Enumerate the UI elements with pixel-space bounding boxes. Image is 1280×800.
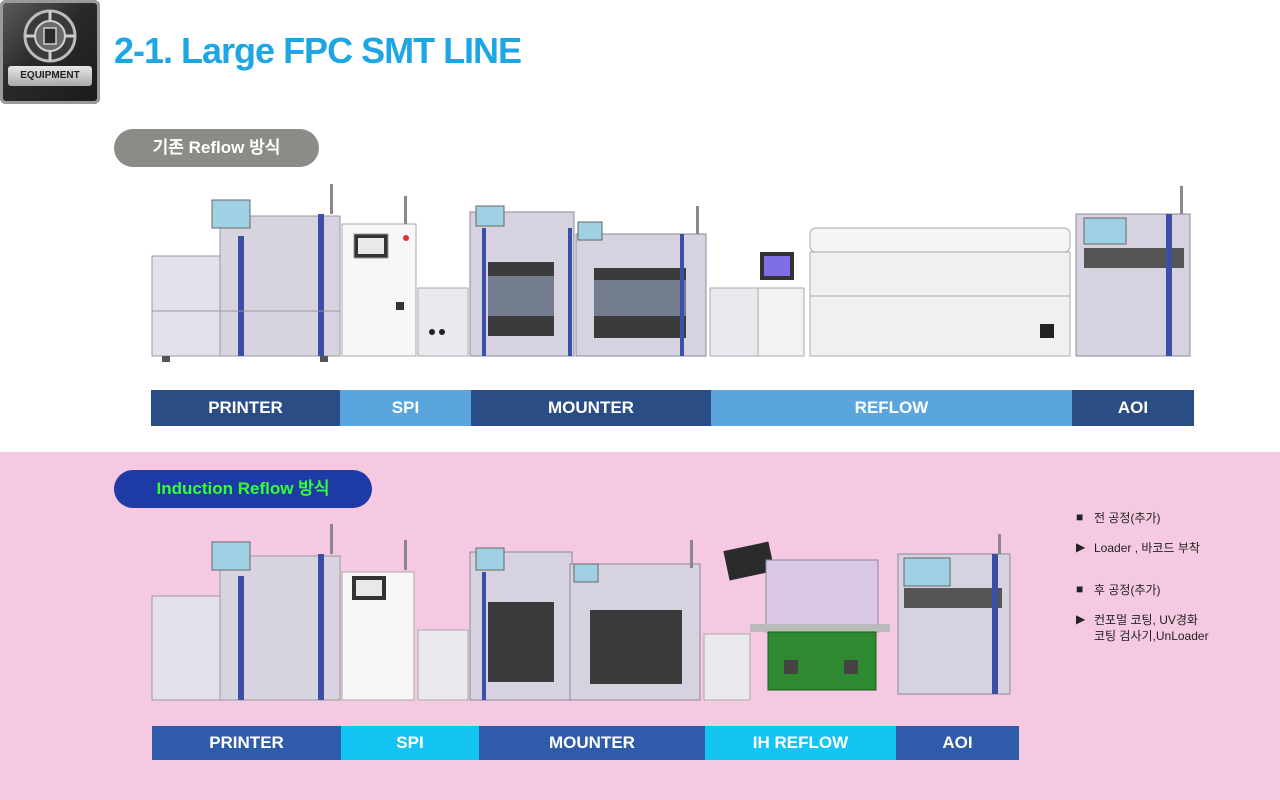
stage-ih-reflow: IH REFLOW <box>705 726 896 760</box>
stage-aoi: AOI <box>896 726 1019 760</box>
induction-method-label: Induction Reflow 방식 <box>114 470 372 508</box>
gear-emblem-icon <box>23 9 77 63</box>
aoi-machine-icon <box>897 534 1011 695</box>
page-title: 2-1. Large FPC SMT LINE <box>114 30 522 71</box>
post-item-line2: 코팅 검사기,UnLoader <box>1094 629 1209 643</box>
spi-machine-icon <box>341 196 469 357</box>
printer-machine-icon <box>151 184 341 362</box>
equipment-logo: EQUIPMENT <box>0 0 100 104</box>
post-process-heading: ■ 후 공정(추가) <box>1076 582 1161 597</box>
stage-mounter: MOUNTER <box>471 390 711 426</box>
stage-printer: PRINTER <box>152 726 341 760</box>
conventional-stage-bar: PRINTER SPI MOUNTER REFLOW AOI <box>151 390 1194 426</box>
reflow-oven-icon <box>709 227 1071 357</box>
post-process-item: ▶ 컨포멀 코팅, UV경화 코팅 검사기,UnLoader <box>1076 612 1276 644</box>
triangle-bullet-icon: ▶ <box>1076 540 1086 554</box>
mounter-machine-icon <box>469 540 701 701</box>
stage-printer: PRINTER <box>151 390 340 426</box>
induction-line-illustration <box>151 524 1011 701</box>
square-bullet-icon: ■ <box>1076 582 1084 596</box>
stage-reflow: REFLOW <box>711 390 1072 426</box>
pre-process-heading: ■ 전 공정(추가) <box>1076 510 1161 525</box>
triangle-bullet-icon: ▶ <box>1076 612 1086 626</box>
ih-reflow-machine-icon <box>703 541 890 701</box>
stage-aoi: AOI <box>1072 390 1194 426</box>
pre-process-item: ▶ Loader , 바코드 부착 <box>1076 540 1200 555</box>
logo-label: EQUIPMENT <box>8 66 92 86</box>
conventional-method-label: 기존 Reflow 방식 <box>114 129 319 167</box>
printer-machine-icon <box>151 524 341 701</box>
stage-spi: SPI <box>340 390 471 426</box>
aoi-machine-icon <box>1075 186 1191 357</box>
mounter-machine-icon <box>469 205 707 357</box>
stage-mounter: MOUNTER <box>479 726 705 760</box>
post-item-line1: 컨포멀 코팅, UV경화 <box>1094 613 1198 627</box>
induction-stage-bar: PRINTER SPI MOUNTER IH REFLOW AOI <box>152 726 1019 760</box>
spi-machine-icon <box>341 540 469 701</box>
square-bullet-icon: ■ <box>1076 510 1084 524</box>
conventional-line-illustration <box>151 184 1191 362</box>
process-notes: ■ 전 공정(추가) ▶ Loader , 바코드 부착 ■ 후 공정(추가) … <box>1076 510 1276 658</box>
stage-spi: SPI <box>341 726 479 760</box>
